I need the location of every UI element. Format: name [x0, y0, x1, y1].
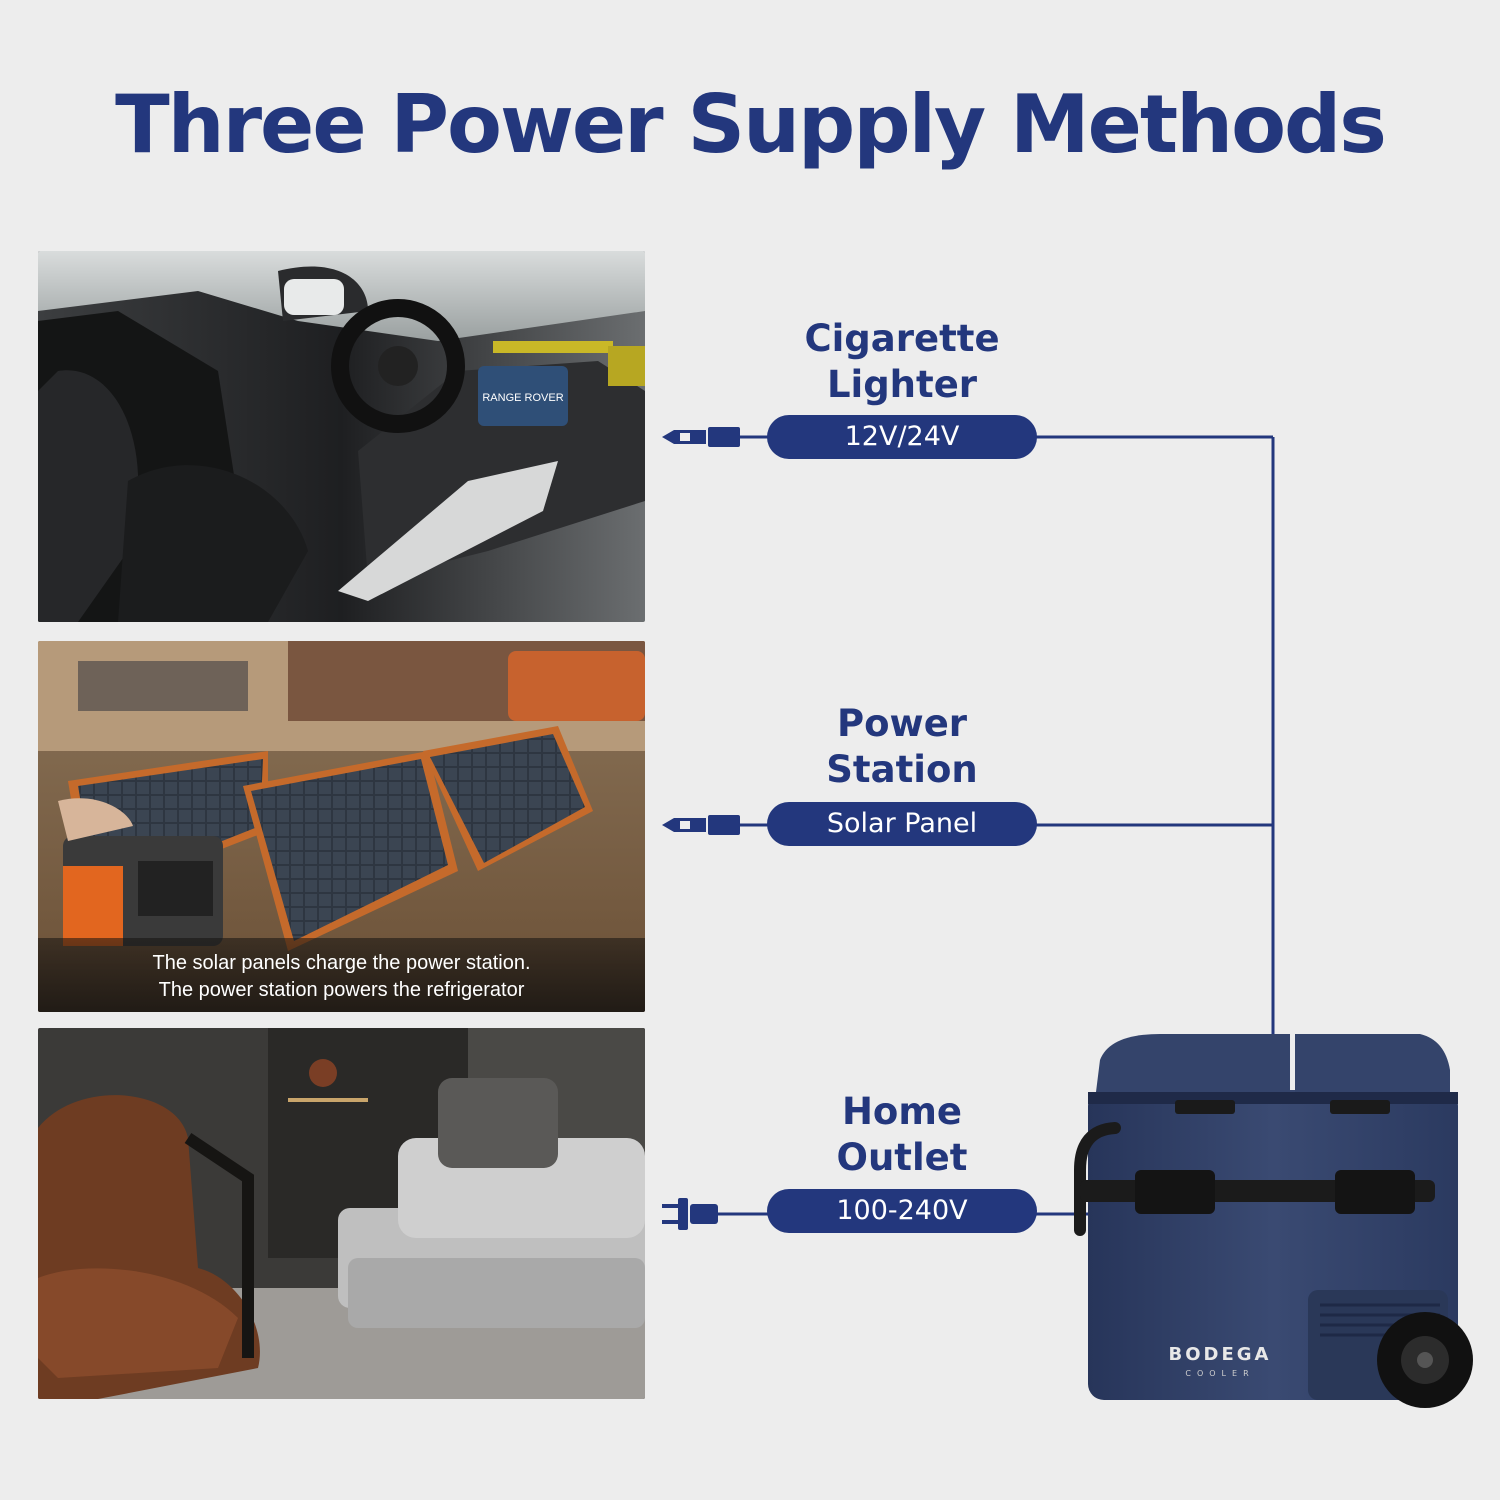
- portable-fridge-image: BODEGA COOLER: [1074, 1034, 1473, 1408]
- power-station-label: Power Station: [767, 701, 1037, 793]
- solar-caption-line1: The solar panels charge the power statio…: [152, 952, 531, 974]
- car-interior-photo: RANGE ROVER: [38, 251, 645, 622]
- label-line2: Outlet: [836, 1136, 968, 1179]
- label-line1: Home: [841, 1090, 963, 1133]
- page-title: Three Power Supply Methods: [115, 78, 1387, 171]
- cigarette-lighter-label: Cigarette Lighter: [767, 316, 1037, 408]
- label-line1: Cigarette: [804, 317, 1000, 360]
- living-room-photo: [38, 1028, 645, 1399]
- label-line2: Lighter: [826, 363, 978, 406]
- car-plug-icon: [662, 427, 740, 447]
- label-line1: Power: [836, 702, 968, 745]
- car-plug-icon: [662, 815, 740, 835]
- solar-panel-photo: The solar panels charge the power statio…: [38, 641, 645, 1012]
- solar-caption-line2: The power station powers the refrigerato…: [158, 979, 525, 1001]
- fridge-brand: BODEGA: [1169, 1344, 1272, 1365]
- home-outlet-label: Home Outlet: [767, 1089, 1037, 1181]
- voltage-pill: 12V/24V: [767, 415, 1037, 459]
- ac-plug-icon: [662, 1198, 718, 1230]
- car-screen-text: RANGE ROVER: [482, 392, 563, 404]
- label-line2: Station: [826, 748, 978, 791]
- ac-voltage-pill: 100-240V: [767, 1189, 1037, 1233]
- solar-panel-pill: Solar Panel: [767, 802, 1037, 846]
- fridge-sub: COOLER: [1185, 1369, 1254, 1378]
- solar-caption: The solar panels charge the power statio…: [38, 938, 645, 1012]
